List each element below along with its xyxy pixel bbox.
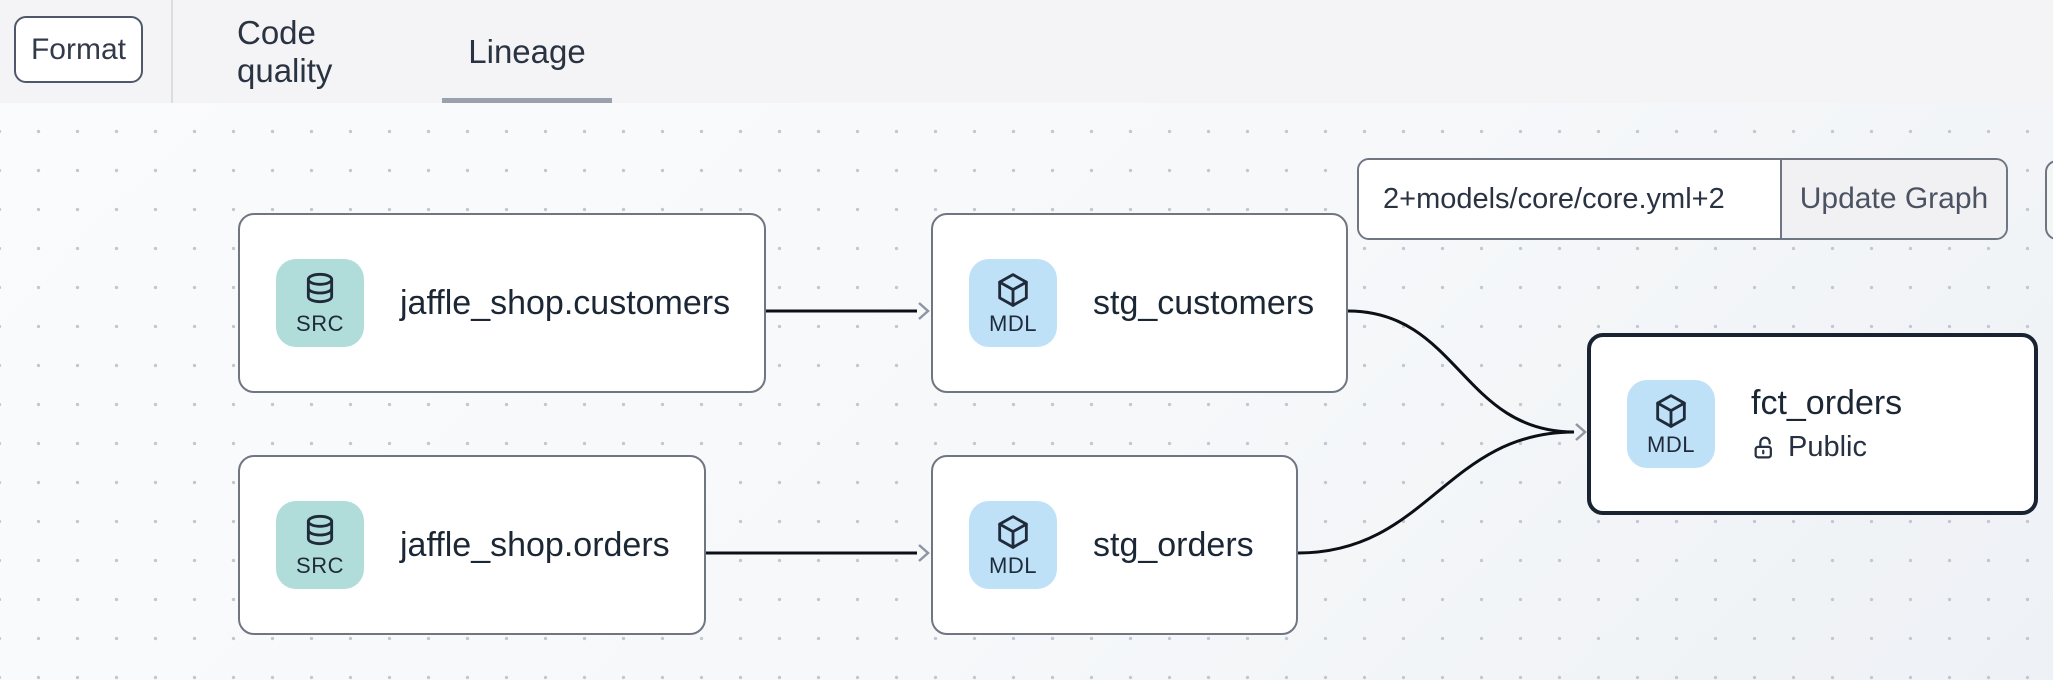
format-button[interactable]: Format: [14, 16, 143, 83]
badge-label: MDL: [989, 553, 1037, 578]
truncated-button-right[interactable]: [2045, 160, 2053, 240]
selector-input[interactable]: [1359, 160, 1780, 238]
node-title: jaffle_shop.customers: [400, 283, 731, 322]
model-badge: MDL: [969, 501, 1057, 589]
tab-code-quality[interactable]: Code quality: [237, 13, 333, 89]
toolbar-divider: [171, 0, 173, 103]
model-badge: MDL: [1627, 380, 1715, 468]
badge-label: SRC: [296, 311, 344, 336]
cube-icon: [998, 273, 1028, 307]
toolbar: Format Code quality Lineage: [0, 0, 2053, 103]
unlock-icon: [1754, 436, 1772, 458]
graph-selector: Update Graph: [1357, 158, 2008, 240]
access-label: Public: [1788, 431, 1867, 463]
node-title: stg_customers: [1093, 283, 1315, 322]
node-fct-orders[interactable]: MDL fct_orders Public: [1587, 333, 2038, 515]
badge-label: MDL: [1647, 432, 1695, 457]
source-badge: SRC: [276, 501, 364, 589]
model-badge: MDL: [969, 259, 1057, 347]
database-icon: [306, 272, 334, 304]
badge-label: SRC: [296, 553, 344, 578]
source-badge: SRC: [276, 259, 364, 347]
node-title: fct_orders: [1751, 384, 1903, 422]
node-title: jaffle_shop.orders: [400, 525, 670, 564]
node-stg-orders[interactable]: MDL stg_orders: [931, 455, 1298, 635]
node-jaffle-shop-orders[interactable]: SRC jaffle_shop.orders: [238, 455, 706, 635]
cube-icon: [1656, 394, 1686, 428]
node-title: stg_orders: [1093, 525, 1254, 564]
badge-label: MDL: [989, 311, 1037, 336]
access-row: Public: [1751, 431, 1902, 464]
node-jaffle-shop-customers[interactable]: SRC jaffle_shop.customers: [238, 213, 766, 393]
database-icon: [306, 514, 334, 546]
update-graph-button[interactable]: Update Graph: [1780, 160, 2006, 238]
cube-icon: [998, 515, 1028, 549]
tab-lineage[interactable]: Lineage: [442, 0, 612, 103]
node-stg-customers[interactable]: MDL stg_customers: [931, 213, 1348, 393]
